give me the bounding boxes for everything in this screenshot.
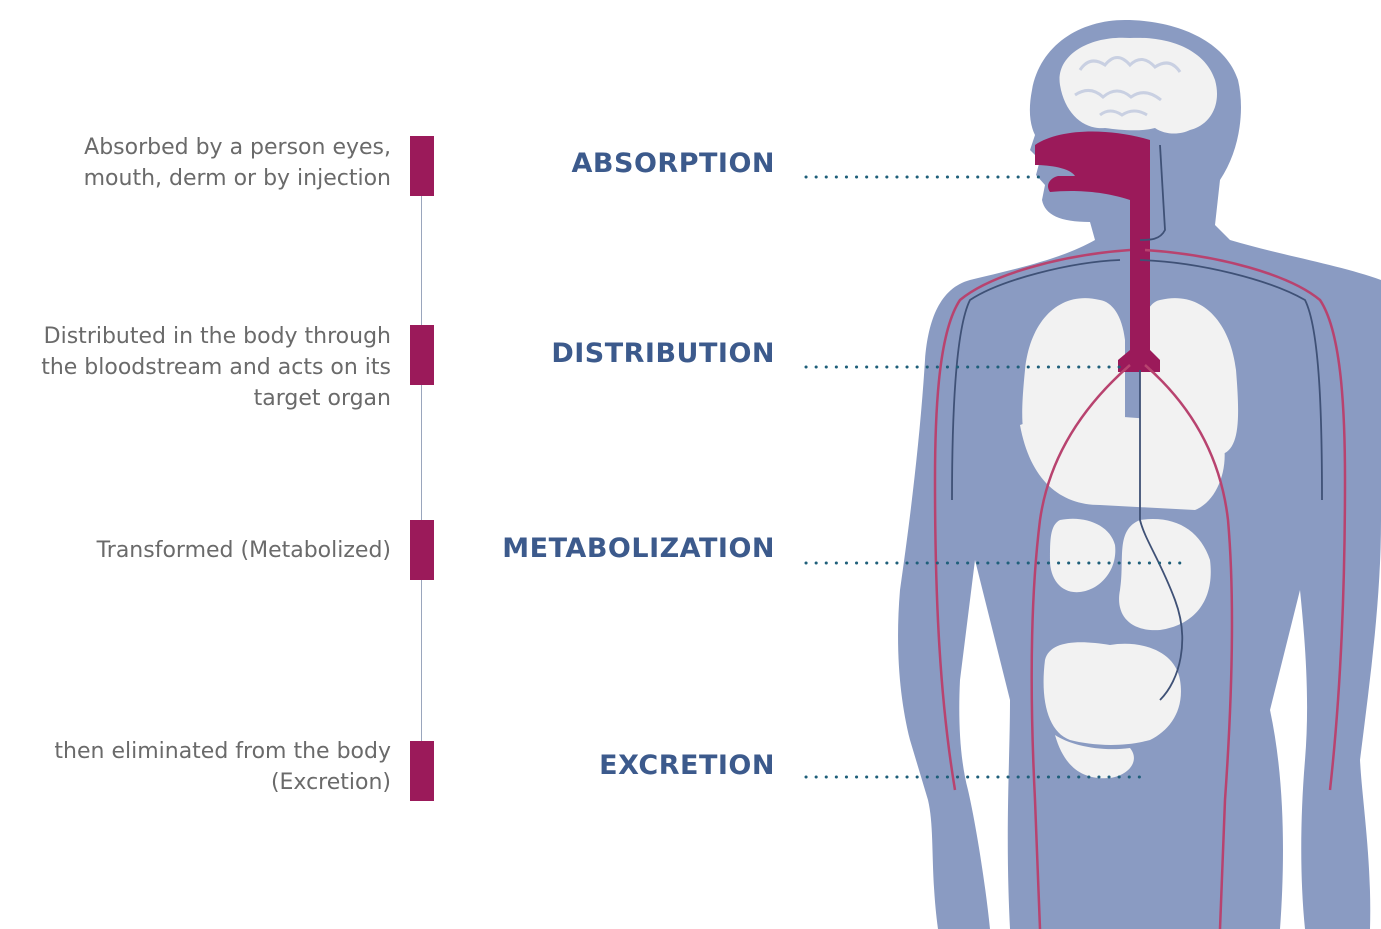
distribution-description: Distributed in the body through the bloo… (41, 324, 391, 411)
excretion-label: EXCRETION (599, 750, 775, 781)
metabolization-description: Transformed (Metabolized) (96, 538, 391, 563)
left-lung-organ (1022, 298, 1125, 455)
absorption-marker (410, 136, 434, 196)
absorption-description: Absorbed by a person eyes, mouth, derm o… (83, 135, 391, 191)
distribution-marker (410, 325, 434, 385)
right-lung-organ (1140, 298, 1239, 455)
airway (1035, 131, 1160, 372)
timeline-line (421, 196, 422, 744)
excretion-marker (410, 741, 434, 801)
liver-organ (1020, 415, 1225, 510)
distribution-label: DISTRIBUTION (551, 338, 775, 369)
intestines-organ (1043, 642, 1181, 745)
metabolization-label: METABOLIZATION (502, 533, 775, 564)
metabolization-marker (410, 520, 434, 580)
absorption-label: ABSORPTION (571, 148, 775, 179)
excretion-description: then eliminated from the body (Excretion… (54, 739, 391, 795)
